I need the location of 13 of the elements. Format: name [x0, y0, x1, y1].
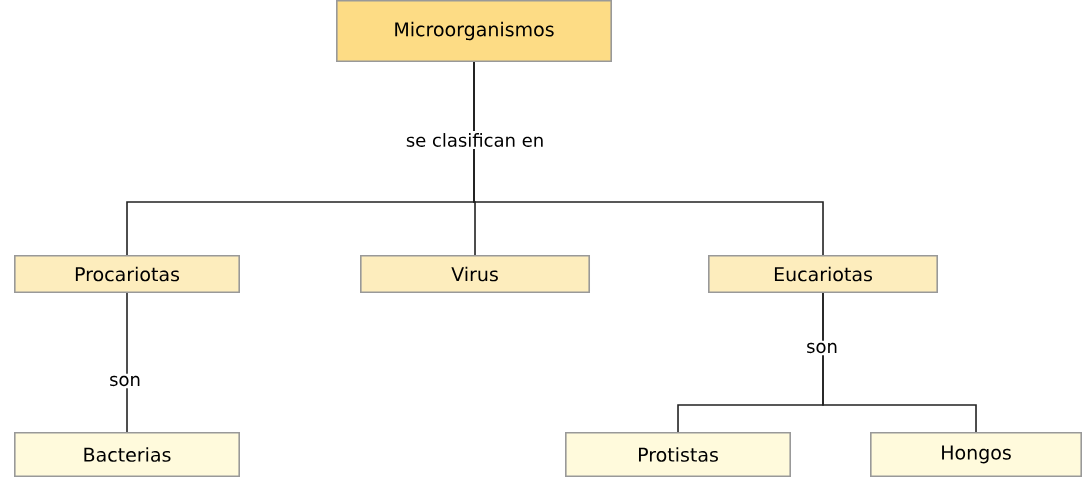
- edge-label: se clasifican en: [403, 131, 547, 149]
- connector-line: [126, 292, 128, 433]
- connector-line: [822, 292, 977, 433]
- title-box: Microorganismos: [336, 0, 612, 62]
- edge-label: son: [804, 340, 840, 356]
- category-box: Bacterias: [14, 432, 240, 477]
- connector-line: [473, 61, 824, 256]
- category-box: Virus: [360, 255, 590, 293]
- edge-label: son: [107, 373, 143, 389]
- category-box: Hongos: [870, 432, 1082, 477]
- category-box: Procariotas: [14, 255, 240, 293]
- category-box: Eucariotas: [708, 255, 938, 293]
- category-box: Protistas: [565, 432, 791, 477]
